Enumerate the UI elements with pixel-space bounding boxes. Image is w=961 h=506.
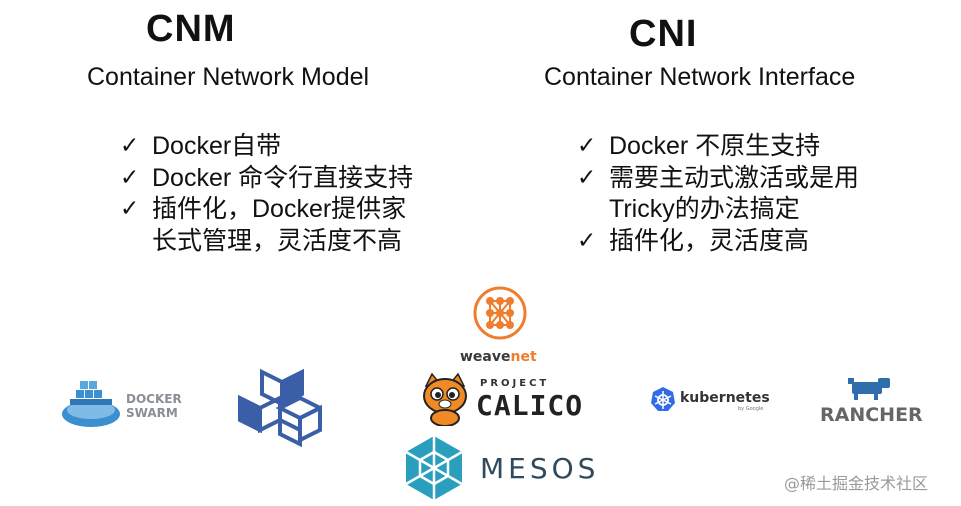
cni-item-text-continued: Tricky的办法搞定 [609, 195, 800, 223]
check-icon: ✓ [120, 133, 140, 159]
cnm-title: CNM [146, 8, 236, 50]
cnm-item-text: 插件化，Docker提供家 [152, 195, 407, 223]
cni-title: CNI [629, 13, 698, 55]
cni-item-text: 插件化，灵活度高 [609, 226, 810, 255]
calico-name-label: CALICO [476, 389, 584, 422]
mesos-hex-icon [405, 436, 463, 500]
kubernetes-helm-icon [651, 387, 675, 411]
cni-subtitle: Container Network Interface [544, 63, 856, 91]
list-item: ✓ Docker 不原生支持 [577, 131, 859, 163]
cnm-feature-list: ✓ Docker自带 ✓ Docker 命令行直接支持 ✓ 插件化，Docker… [120, 131, 413, 257]
list-item: ✓ 需要主动式激活或是用 Tricky的办法搞定 [577, 163, 859, 226]
rancher-cow-icon [848, 378, 890, 400]
mesos-logo: MESOS [400, 432, 610, 504]
calico-cat-icon [423, 372, 467, 426]
cnm-item-text: Docker 命令行直接支持 [152, 163, 414, 192]
docker-swarm-label: SWARM [126, 406, 178, 420]
watermark-text: @稀土掘金技术社区 [784, 474, 929, 493]
weavenet-label-suffix: net [510, 349, 537, 365]
rancher-label: RANCHER [820, 404, 923, 426]
check-icon: ✓ [577, 164, 597, 191]
mesos-label: MESOS [480, 452, 600, 485]
cnm-subtitle: Container Network Model [87, 63, 370, 91]
kubernetes-logo: kubernetes by Google [650, 384, 770, 416]
calico-logo: PROJECT CALICO [418, 372, 598, 428]
cni-item-text: 需要主动式激活或是用 [609, 163, 860, 192]
contiv-cube-icon [238, 368, 322, 448]
kubernetes-label: kubernetes [680, 390, 770, 406]
docker-swarm-logo: DOCKER SWARM [60, 380, 190, 430]
list-item: ✓ Docker自带 [120, 131, 413, 163]
weavenet-logo: weavenet [455, 285, 545, 370]
check-icon: ✓ [577, 227, 597, 254]
cnm-item-text: Docker自带 [152, 132, 282, 160]
check-icon: ✓ [577, 133, 597, 159]
cnm-item-text-continued: 长式管理，灵活度不高 [152, 226, 403, 255]
cni-feature-list: ✓ Docker 不原生支持 ✓ 需要主动式激活或是用 Tricky的办法搞定 … [577, 131, 859, 257]
docker-whale-icon [62, 381, 120, 427]
weavenet-label: weave [460, 349, 511, 365]
list-item: ✓ 插件化，Docker提供家 长式管理，灵活度不高 [120, 194, 413, 257]
rancher-logo: RANCHER [818, 376, 923, 428]
list-item: ✓ 插件化，灵活度高 [577, 226, 859, 258]
calico-project-label: PROJECT [480, 378, 550, 389]
check-icon: ✓ [120, 164, 140, 191]
kubernetes-by-label: by Google [738, 406, 764, 412]
weave-network-icon [473, 286, 527, 340]
check-icon: ✓ [120, 196, 140, 222]
docker-swarm-label: DOCKER [126, 392, 182, 406]
cni-item-text: Docker 不原生支持 [609, 132, 821, 160]
list-item: ✓ Docker 命令行直接支持 [120, 163, 413, 195]
